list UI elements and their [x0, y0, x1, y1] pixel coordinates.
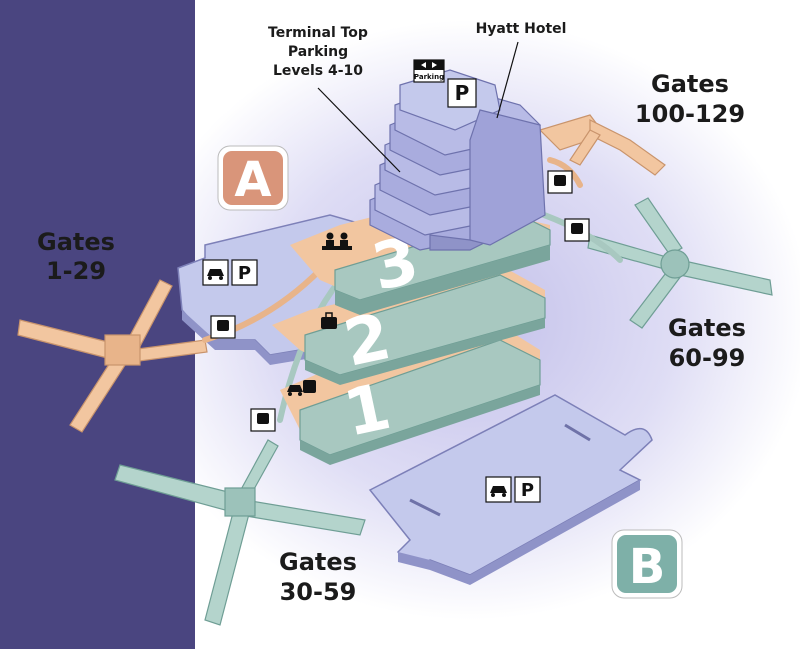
train-icon [571, 223, 583, 234]
car-icon [207, 269, 224, 276]
parking-tower-sign[interactable]: Parking P [413, 59, 477, 108]
concourse-100-129[interactable] [538, 114, 666, 176]
terminal-b-badge[interactable]: B [611, 529, 683, 599]
train-station-60-99[interactable] [564, 218, 590, 242]
parking-sign-label: Parking [414, 73, 444, 81]
ground-transport-icon [287, 380, 316, 396]
hyatt-hotel-building[interactable] [469, 109, 546, 246]
parking-icon: P [521, 480, 534, 501]
hyatt-hotel-label: Hyatt Hotel [476, 21, 567, 37]
train-icon [257, 413, 269, 424]
gates-30-59-range: 30-59 [280, 578, 357, 606]
gates-100-129-title: Gates [651, 70, 729, 98]
train-station-100-129[interactable] [547, 170, 573, 194]
train-icon [217, 320, 229, 331]
parking-label-line-3: Levels 4-10 [273, 63, 363, 79]
arrows-icon [421, 62, 437, 68]
ticket-counter-icon [322, 232, 352, 250]
terminal-a-rental-car-sign[interactable]: P [202, 259, 258, 286]
gates-30-59-title: Gates [279, 548, 357, 576]
terminal-a-letter: A [234, 152, 271, 208]
train-icon [554, 175, 566, 186]
concourse-30-59[interactable] [114, 439, 366, 626]
gates-60-99-title: Gates [668, 314, 746, 342]
terminal-b-rental-car-sign[interactable]: P [485, 476, 541, 503]
gates-1-29-title: Gates [37, 228, 115, 256]
parking-icon: P [455, 81, 470, 105]
gates-100-129-range: 100-129 [635, 100, 745, 128]
concourse-60-99[interactable] [587, 197, 773, 329]
baggage-icon [321, 312, 337, 329]
parking-leader-line [317, 87, 401, 173]
train-station-a[interactable] [210, 315, 236, 339]
parking-icon: P [238, 263, 251, 284]
parking-label-line-1: Terminal Top [268, 25, 368, 41]
terminal-a-badge[interactable]: A [217, 145, 289, 211]
parking-label-line-2: Parking [288, 44, 348, 60]
car-icon [490, 486, 507, 493]
terminal-b-letter: B [629, 539, 666, 595]
train-station-30-59[interactable] [250, 408, 276, 432]
gates-60-99-range: 60-99 [669, 344, 746, 372]
gates-1-29-range: 1-29 [46, 257, 106, 285]
hotel-leader-line [496, 41, 519, 119]
concourse-1-29[interactable] [17, 279, 208, 433]
